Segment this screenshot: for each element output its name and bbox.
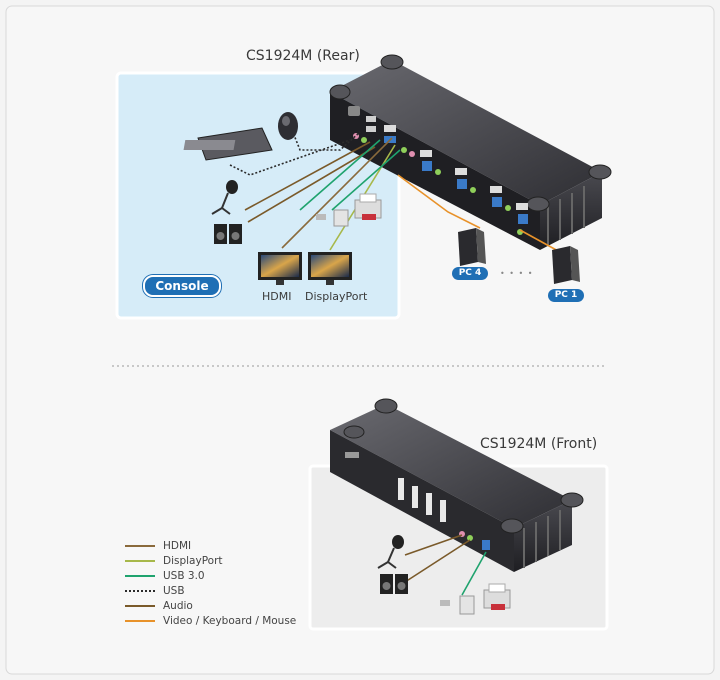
legend-item-audio: Audio [125, 598, 296, 613]
legend-label: Video / Keyboard / Mouse [163, 614, 297, 627]
legend-swatch-hdmi [125, 544, 155, 547]
legend-label: HDMI [163, 539, 192, 552]
legend-item-video-keyboard-mouse: Video / Keyboard / Mouse [125, 613, 296, 628]
legend-label: DisplayPort [163, 554, 223, 567]
mouse-icon [278, 112, 298, 140]
legend-item-usb3: USB 3.0 [125, 568, 296, 583]
pc1-badge: PC 1 [548, 289, 584, 302]
usb-hub-icon [316, 209, 349, 227]
legend-swatch-video-keyboard-mouse [125, 619, 155, 622]
legend-item-displayport: DisplayPort [125, 553, 296, 568]
displayport-monitor-label: DisplayPort [305, 290, 368, 303]
front-speakers-icon [380, 574, 408, 594]
legend-label: USB 3.0 [163, 569, 205, 582]
front-microphone-icon [377, 535, 404, 569]
displayport-monitor-icon [308, 252, 352, 285]
legend-label: Audio [163, 599, 193, 612]
pc-ellipsis: • • • • [500, 269, 534, 278]
kvm-rear-device [329, 54, 612, 250]
pc1-tower-icon [552, 246, 580, 284]
front-usb-hub-icon [440, 595, 475, 615]
pc4-badge: PC 4 [452, 267, 488, 280]
kvm-front-device [330, 398, 584, 572]
legend-swatch-usb [125, 589, 155, 592]
front-title: CS1924M (Front) [480, 436, 598, 452]
legend-item-usb: USB [125, 583, 296, 598]
legend-swatch-displayport [125, 559, 155, 562]
legend-swatch-usb3 [125, 574, 155, 577]
front-printer-icon [483, 583, 511, 610]
speakers-icon [214, 224, 242, 244]
printer-icon [354, 193, 382, 220]
cable-legend: HDMI DisplayPort USB 3.0 USB Audio Video… [125, 538, 296, 628]
console-badge: Console [143, 275, 221, 297]
microphone-icon [211, 180, 238, 215]
rear-title: CS1924M (Rear) [246, 48, 360, 64]
legend-item-hdmi: HDMI [125, 538, 296, 553]
legend-label: USB [163, 584, 185, 597]
keyboard-icon [183, 127, 273, 161]
legend-swatch-audio [125, 604, 155, 607]
front-cables [404, 534, 487, 596]
hdmi-monitor-icon [258, 252, 302, 285]
hdmi-monitor-label: HDMI [262, 290, 292, 303]
pc4-tower-icon [458, 228, 486, 266]
